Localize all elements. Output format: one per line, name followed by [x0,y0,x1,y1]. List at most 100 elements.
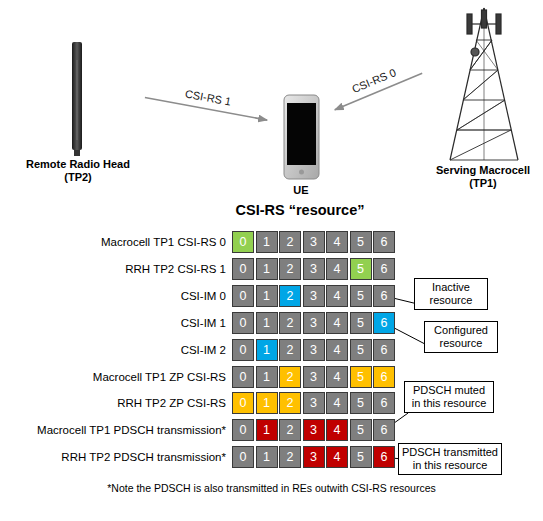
resource-cell: 4 [326,392,348,414]
cell-number: 3 [304,232,324,252]
cell-number: 2 [280,286,300,306]
resource-cell: 4 [326,419,348,441]
cell-number: 0 [233,232,253,252]
cell-number: 0 [233,340,253,360]
resource-cell: 6 [373,366,395,388]
cell-number: 6 [374,393,394,413]
cell-number: 6 [374,313,394,333]
resource-cell: 0 [232,366,254,388]
resource-cell: 3 [303,392,325,414]
resource-cell: 6 [373,231,395,253]
cell-number: 5 [351,447,371,467]
cell-number: 2 [280,420,300,440]
cell-number: 3 [304,447,324,467]
ue-phone [284,95,319,179]
row-label: RRH TP2 PDSCH transmission* [61,446,226,468]
resource-cell: 4 [326,285,348,307]
callout-text: Inactive resource [418,281,484,307]
resource-cell: 4 [326,258,348,280]
cell-number: 1 [257,393,277,413]
resource-cell: 5 [350,392,372,414]
macrocell-tower [450,8,518,160]
resource-cell: 0 [232,231,254,253]
resource-cell: 5 [350,312,372,334]
cell-number: 0 [233,367,253,387]
resource-cell: 0 [232,285,254,307]
row-label: Macrocell TP1 PDSCH transmission* [37,419,226,441]
resource-cell: 5 [350,446,372,468]
resource-cell: 5 [350,285,372,307]
callout-text: Configured resource [428,324,494,350]
resource-cell: 2 [279,366,301,388]
cell-number: 1 [257,286,277,306]
cell-number: 1 [257,313,277,333]
cell-number: 1 [257,447,277,467]
callout-box: PDSCH transmitted in this resource [398,443,502,475]
cell-number: 4 [327,259,347,279]
cell-number: 4 [327,313,347,333]
resource-cell: 3 [303,312,325,334]
cell-number: 6 [374,420,394,440]
resource-cell: 1 [256,285,278,307]
resource-cell: 5 [350,231,372,253]
callout-leader [395,413,408,422]
resource-cell: 4 [326,312,348,334]
macrocell-node: Serving Macrocell (TP1) [425,0,541,192]
row-label: CSI-IM 2 [181,339,226,361]
resource-cell: 6 [373,446,395,468]
callout-leader [395,328,424,343]
resource-cell: 6 [373,419,395,441]
callout-box: PDSCH muted in this resource [404,381,494,413]
cell-number: 1 [257,259,277,279]
resource-cell: 1 [256,258,278,280]
resource-cell: 0 [232,392,254,414]
cell-number: 6 [374,232,394,252]
row-label: RRH TP2 ZP CSI-RS [117,392,226,414]
cell-number: 5 [351,420,371,440]
resource-cell: 1 [256,446,278,468]
resource-cell: 0 [232,312,254,334]
resource-cell: 1 [256,339,278,361]
resource-cell: 2 [279,446,301,468]
row-label: Macrocell TP1 ZP CSI-RS [93,366,226,388]
cell-number: 6 [374,367,394,387]
cell-number: 3 [304,420,324,440]
cell-number: 2 [280,313,300,333]
row-label: CSI-IM 1 [181,312,226,334]
edge-label: CSI-RS 0 [348,66,400,97]
resource-cell: 6 [373,258,395,280]
resource-cell: 0 [232,446,254,468]
rrh-antenna [72,42,82,156]
icon-caption: Serving Macrocell (TP1) [426,164,540,190]
cell-number: 0 [233,286,253,306]
cell-number: 0 [233,420,253,440]
cell-number: 4 [327,367,347,387]
resource-cell: 1 [256,419,278,441]
callout-text: PDSCH muted in this resource [408,384,490,410]
icon-caption: UE [271,184,331,197]
cell-number: 1 [257,232,277,252]
cell-number: 6 [374,447,394,467]
row-label: CSI-IM 0 [181,285,226,307]
cell-number: 5 [351,286,371,306]
resource-cell: 5 [350,339,372,361]
resource-cell: 1 [256,392,278,414]
resource-cell: 4 [326,339,348,361]
cell-number: 2 [280,232,300,252]
resource-cell: 5 [350,419,372,441]
cell-number: 1 [257,340,277,360]
cell-number: 4 [327,447,347,467]
resource-cell: 3 [303,419,325,441]
cell-number: 3 [304,340,324,360]
resource-cell: 4 [326,366,348,388]
cell-number: 0 [233,313,253,333]
callout-leader [395,299,414,304]
row-label: Macrocell TP1 CSI-RS 0 [101,231,226,253]
resource-cell: 2 [279,392,301,414]
rrh-node: Remote Radio Head (TP2) [14,38,142,186]
cell-number: 6 [374,259,394,279]
resource-cell: 0 [232,258,254,280]
callout-text: PDSCH transmitted in this resource [402,446,498,472]
cell-number: 3 [304,393,324,413]
resource-cell: 4 [326,446,348,468]
